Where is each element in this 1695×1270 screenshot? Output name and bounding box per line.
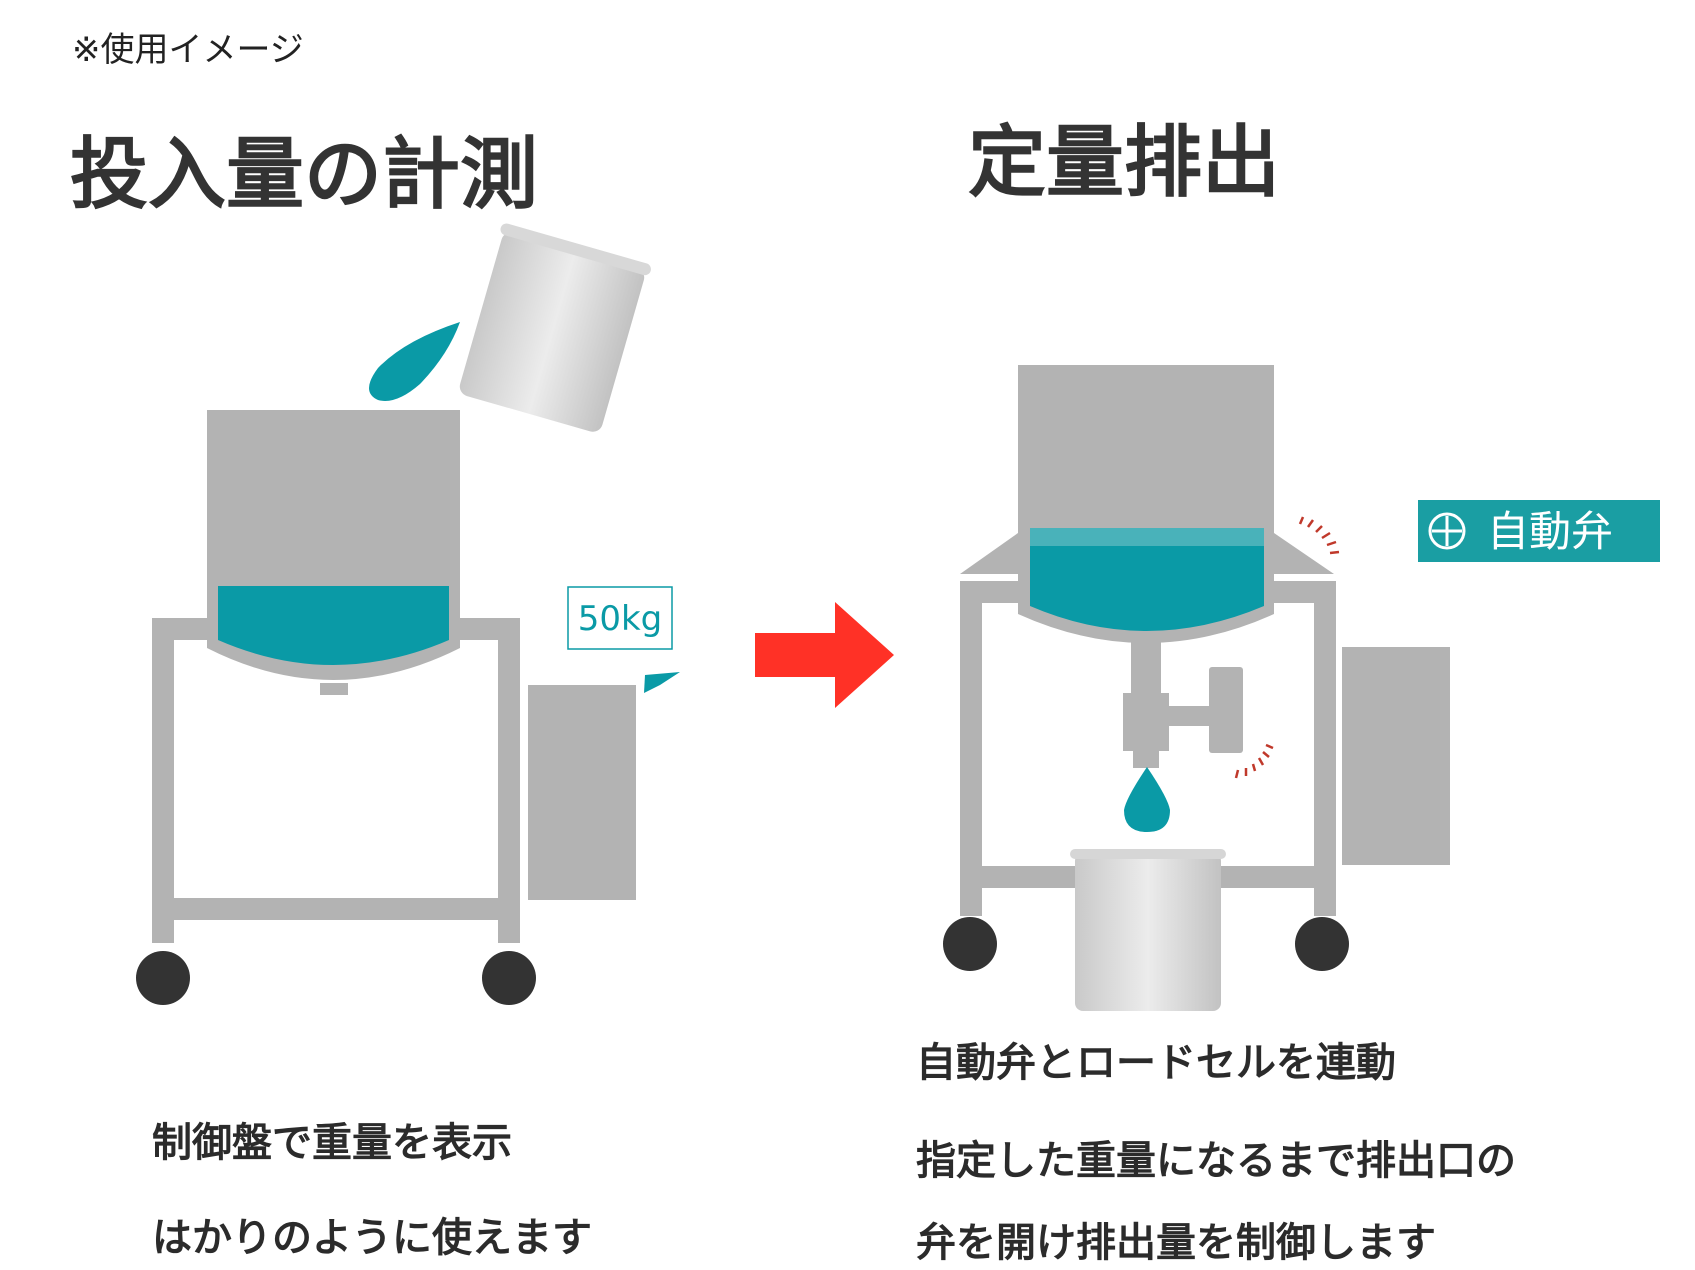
right-arrow-icon bbox=[755, 602, 894, 708]
wheel-icon bbox=[1295, 917, 1349, 971]
wheel-icon bbox=[943, 917, 997, 971]
right-tank bbox=[960, 365, 1334, 643]
weight-value: 50kg bbox=[578, 599, 663, 639]
wheel-icon bbox=[136, 951, 190, 1005]
receiving-bucket bbox=[1070, 849, 1226, 1011]
title-measure-input: 投入量の計測 bbox=[70, 130, 539, 220]
control-panel bbox=[1342, 647, 1450, 865]
right-description-line-2: 指定した重量になるまで排出口の bbox=[916, 1138, 1516, 1184]
title-fixed-discharge: 定量排出 bbox=[968, 118, 1281, 208]
valve-activity-marks bbox=[1234, 516, 1340, 779]
control-panel bbox=[528, 685, 636, 900]
automatic-valve bbox=[1123, 640, 1243, 768]
wheel-icon bbox=[482, 951, 536, 1005]
right-description-line-1: 自動弁とロードセルを連動 bbox=[916, 1040, 1396, 1086]
pouring-drop-icon bbox=[369, 322, 460, 401]
valve-badge: 自動弁 bbox=[1418, 500, 1660, 562]
valve-badge-label: 自動弁 bbox=[1487, 507, 1613, 556]
right-description-line-3: 弁を開け排出量を制御します bbox=[916, 1220, 1436, 1266]
liquid-drop-icon bbox=[1124, 767, 1170, 832]
circle-plus-icon bbox=[1428, 512, 1466, 550]
left-description-line-1: 制御盤で重量を表示 bbox=[152, 1120, 512, 1166]
left-machine: 50kg bbox=[136, 223, 680, 1005]
right-machine: 自動弁 bbox=[943, 365, 1660, 1011]
left-tank bbox=[207, 410, 460, 695]
weight-display: 50kg bbox=[567, 586, 680, 693]
pouring-bucket bbox=[459, 223, 651, 432]
usage-note: ※使用イメージ bbox=[72, 30, 304, 70]
left-description-line-2: はかりのように使えます bbox=[152, 1215, 592, 1261]
